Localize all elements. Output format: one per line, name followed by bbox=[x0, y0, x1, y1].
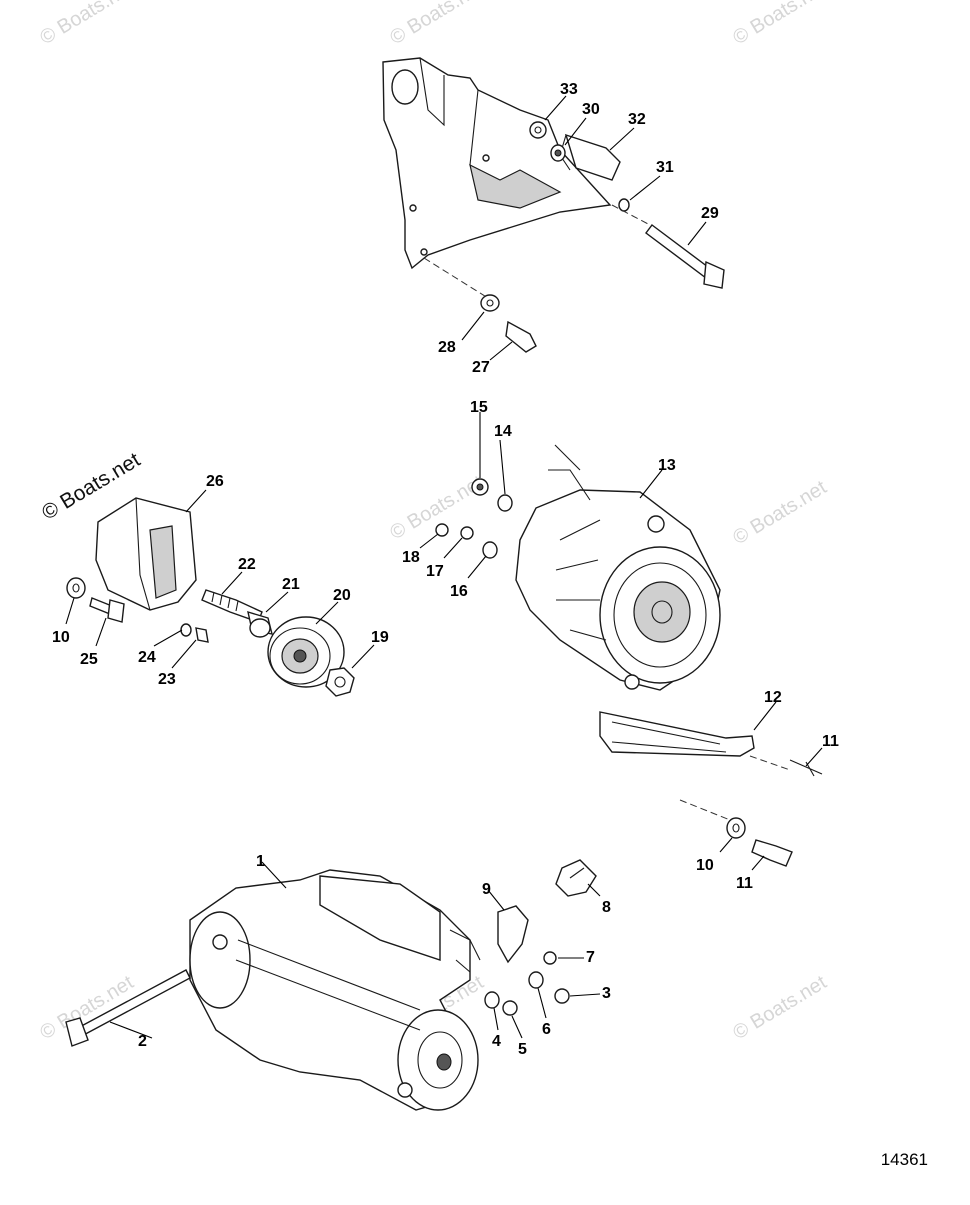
callout-19: 18 bbox=[402, 549, 420, 566]
watermark: © Boats.net bbox=[386, 0, 488, 49]
bolt-26 bbox=[89, 597, 125, 623]
callout-28: 27 bbox=[472, 359, 490, 376]
assembly-line bbox=[749, 755, 791, 771]
callout-labels: 33 30 32 31 29 28 27 26 22 21 20 19 10 2… bbox=[52, 81, 839, 1058]
nut-16 bbox=[471, 478, 489, 496]
callout-2: 2 bbox=[138, 1033, 147, 1050]
callout-6: 6 bbox=[542, 1021, 551, 1038]
washer-10-right bbox=[726, 817, 746, 839]
callout-8: 8 bbox=[602, 899, 611, 916]
watermark: © Boats.net bbox=[729, 476, 831, 549]
washer-6 bbox=[528, 971, 544, 989]
connector-9 bbox=[497, 905, 529, 964]
assembly-line bbox=[611, 204, 651, 226]
callout-1: 1 bbox=[256, 853, 265, 870]
callout-23: 22 bbox=[238, 556, 256, 573]
callout-25: 24 bbox=[138, 649, 156, 666]
callout-29: 28 bbox=[438, 339, 456, 356]
callout-22: 21 bbox=[282, 576, 300, 593]
washer-17 bbox=[482, 541, 498, 559]
alternator-brace-13 bbox=[599, 711, 755, 757]
nut-18 bbox=[460, 526, 474, 540]
callout-17: 16 bbox=[450, 583, 468, 600]
callout-27: 26 bbox=[206, 473, 224, 490]
mounting-bracket bbox=[382, 57, 612, 270]
callout-32: 32 bbox=[628, 111, 646, 128]
washer-4 bbox=[484, 991, 500, 1009]
diagram-number: 14361 bbox=[880, 1150, 928, 1169]
washer-10-left bbox=[66, 577, 86, 599]
bolt-11 bbox=[751, 839, 793, 867]
assembly-line bbox=[679, 799, 731, 821]
callout-7: 7 bbox=[586, 949, 595, 966]
starter-motor-1 bbox=[189, 869, 481, 1111]
bolt-28 bbox=[505, 320, 537, 353]
bolt-30 bbox=[645, 224, 725, 289]
washer-33 bbox=[529, 121, 547, 139]
callout-33: 33 bbox=[560, 81, 578, 98]
nut-20 bbox=[325, 667, 355, 697]
callout-11: 11 bbox=[736, 875, 753, 892]
callout-31: 30 bbox=[582, 101, 600, 118]
watermark: © Boats.net bbox=[729, 971, 831, 1044]
nut-19 bbox=[435, 523, 449, 537]
callout-10: 10 bbox=[52, 629, 70, 646]
washer-15 bbox=[497, 494, 513, 512]
callout-31: 31 bbox=[656, 159, 674, 176]
alternator-14 bbox=[515, 444, 721, 691]
callout-9: 9 bbox=[482, 881, 491, 898]
callout-26: 25 bbox=[80, 651, 98, 668]
washer-31-upper bbox=[550, 144, 566, 162]
callout-21: 20 bbox=[333, 587, 351, 604]
nut-3 bbox=[554, 988, 570, 1004]
leader-lines bbox=[65, 95, 823, 1039]
callout-15: 14 bbox=[494, 423, 512, 440]
callout-18: 17 bbox=[426, 563, 444, 580]
callout-4: 4 bbox=[492, 1033, 501, 1050]
stud-8 bbox=[555, 859, 597, 897]
callout-5: 5 bbox=[518, 1041, 527, 1058]
nut-5 bbox=[502, 1000, 518, 1016]
pulley-21 bbox=[267, 616, 345, 688]
assembly-line bbox=[423, 257, 489, 299]
idler-bracket-27 bbox=[95, 497, 197, 611]
callout-3: 3 bbox=[602, 985, 611, 1002]
screw-12 bbox=[789, 759, 823, 777]
callout-13: 12 bbox=[764, 689, 782, 706]
callout-12: 11 bbox=[822, 733, 839, 750]
washer-29 bbox=[480, 294, 500, 312]
watermark: © Boats.net bbox=[729, 0, 831, 49]
callout-24: 23 bbox=[158, 671, 176, 688]
bolt-2 bbox=[65, 969, 191, 1047]
callout-10: 10 bbox=[696, 857, 714, 874]
nut-7 bbox=[543, 951, 557, 965]
callout-16: 15 bbox=[470, 399, 488, 416]
nut-24 bbox=[195, 627, 209, 643]
spacer-22 bbox=[247, 610, 273, 638]
callout-30: 29 bbox=[701, 205, 719, 222]
washer-25 bbox=[180, 623, 192, 637]
washer-31-lower bbox=[618, 198, 630, 212]
watermark: © Boats.net bbox=[36, 0, 138, 49]
callout-20: 19 bbox=[371, 629, 389, 646]
callout-14: 13 bbox=[658, 457, 676, 474]
